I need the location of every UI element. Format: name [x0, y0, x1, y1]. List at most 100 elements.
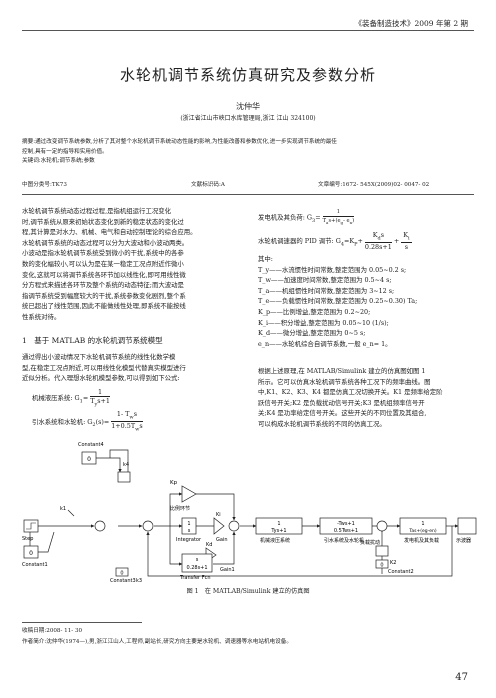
constant2-label: Constant2: [388, 569, 414, 575]
model-line: 近似分析。代入理想水轮机模型参数,可以得到如下公式:: [22, 374, 180, 383]
intro-line: 时,调节系统从原来初始状态变化到新的稳定状态的变化过: [22, 217, 184, 226]
pid-sum-block[interactable]: [228, 520, 240, 532]
intro-line: 性系统对待。: [22, 312, 61, 321]
simulink-diagram: 0 Constant4 k4 Kp 比例环节 Step 0 Constant1 …: [22, 442, 477, 584]
step-label: Step: [22, 536, 33, 542]
page-number: 47: [455, 672, 468, 683]
abstract-rule: [22, 194, 474, 195]
intro-line: 水轮机调节系统的动态过程可以分为大波动和小波动两类。: [22, 238, 189, 247]
constant3-block[interactable]: [115, 567, 129, 577]
gain1-label: Gain1: [220, 567, 235, 573]
matlab-line: 中,K1、K2、K3、K4 都是仿真工况切换开关。K1 是频率给定阶: [258, 388, 443, 397]
document-code: 文献标识码:A: [191, 182, 225, 188]
mech-label: 机械液压系统: [260, 537, 290, 544]
matlab-line: 所示。它可以仿真水轮机调节系统各种工况下的频率曲线。图: [258, 377, 431, 386]
constant4-label: Constant4: [78, 442, 104, 448]
k1-label: k1: [60, 506, 66, 512]
constant4-value: 0: [87, 456, 91, 463]
matlab-line: 可以构成水轮机调节系统的不同的仿真工况。: [258, 419, 386, 428]
integrator-block[interactable]: [181, 517, 197, 535]
constant2-value: 0: [380, 563, 383, 569]
ki-gain-block[interactable]: [213, 517, 225, 535]
constant1-value: 0: [29, 550, 33, 557]
load-disturbance-step[interactable]: [375, 545, 389, 557]
paper-title: 水轮机调节系统仿真研究及参数分析: [119, 66, 376, 84]
definition-line: T_a——机组惯性时间常数,整定范围为 3~12 s;: [258, 286, 395, 295]
author-bio: 作者简介:沈仲华(1974—),男,浙江江山人,工程师,副站长,研究方向主要是水…: [22, 639, 292, 645]
where-label: 其中:: [258, 255, 273, 263]
sum-block[interactable]: [94, 520, 106, 532]
definition-line: K_i——积分增益,整定范围为 0.05~10 (1/s);: [258, 318, 389, 327]
definition-line: K_d——微分增益,整定范围为 0~5 s;: [258, 329, 366, 338]
tf-denominator: 0.28s+1: [186, 565, 207, 571]
sum-block[interactable]: [142, 520, 154, 532]
journal-header: 《装备制造技术》2009 年第 2 期: [354, 19, 468, 28]
generator-block[interactable]: [399, 517, 447, 535]
abstract: 摘要:通过改变调节系统参数,分析了其对整个水轮机调节系统动态性能的影响,为性能改…: [22, 138, 472, 167]
transfer-fcn-label: Transfer Fcn: [179, 575, 211, 581]
intro-line: 水轮机调节系统动态过程过程,是指机组运行工况变化: [22, 207, 172, 215]
integrator-denominator: s: [188, 528, 191, 534]
water-denominator: 0.5Tws+1: [334, 528, 358, 534]
gen-label: 发电机及其负载: [404, 537, 439, 544]
intro-paragraph: 水轮机调节系统动态过程过程,是指机组运行工况变化时,调节系统从原来初始状态变化到…: [22, 206, 242, 323]
intro-line: 统已超出了线性范围,因此不能做线性处理,即系统不能按线: [22, 302, 186, 311]
model-line: 通过得出小波动情况下水轮机调节系统的线性化数学模: [22, 353, 176, 361]
constant2-block[interactable]: [375, 559, 389, 569]
intro-line: 数的变化幅较小,可以认为是在某一稳定工况点附近作微小: [22, 259, 184, 268]
scope-block[interactable]: [457, 517, 477, 535]
sum-block[interactable]: [117, 471, 131, 483]
received-date: 收稿日期:2008- 11- 30: [22, 628, 83, 634]
definitions-block: 其中: T_y——水流惯性时间常数,整定范围为 0.05~0.2 s; T_w——…: [258, 254, 476, 349]
k4-label: k4: [123, 462, 129, 468]
ki-label: Ki: [216, 512, 221, 518]
keywords: 关键词:水轮机;调节系统;参数: [22, 158, 95, 164]
kp-gain-block[interactable]: [181, 485, 197, 503]
header-rule: [22, 30, 474, 31]
clc-number: 中图分类号:TK73: [22, 182, 67, 188]
transfer-fcn-block[interactable]: [181, 553, 213, 573]
integrator-label: Integrator: [176, 537, 202, 543]
load-label: 负载扰动: [360, 539, 380, 546]
abstract-line: 摘要:通过改变调节系统参数,分析了其对整个水轮机调节系统动态性能的影响,为性能改…: [22, 139, 337, 145]
constant3-value: 0: [120, 571, 123, 577]
water-numerator: -Tws+1: [337, 521, 355, 527]
model-paragraph: 通过得出小波动情况下水轮机调节系统的线性化数学模型,在稳定工况点附近,可以用线性…: [22, 352, 242, 384]
intro-line: 小波动是指水轮机调节系统受到微小的干扰,系统中的各参: [22, 249, 184, 258]
scope-label: 示波器: [456, 537, 471, 544]
gain-label: Gain: [216, 537, 228, 543]
footnote-rule: [22, 622, 142, 623]
figure-caption: 图 1 在 MATLAB/Simulink 建立的仿真图: [186, 588, 310, 595]
section-heading: 1 基于 MATLAB 的水轮机调节系统模型: [22, 336, 163, 345]
definition-line: K_p——比例增益,整定范围为 0.2~20;: [258, 307, 371, 316]
definition-line: T_w——加速度时间常数,整定范围为 0.5~4 s;: [258, 276, 392, 285]
water-turbine-block[interactable]: [319, 517, 373, 535]
definition-line: T_y——水流惯性时间常数,整定范围为 0.05~0.2 s;: [258, 265, 407, 274]
intro-line: 变化,这就可以将调节系统各环节加以线性化,即可用线性微: [22, 270, 186, 279]
definition-line: e_n——水轮机综合自调节系数,一般 e_n= 1。: [258, 339, 392, 348]
water-label: 引水系统及水轮机: [324, 537, 364, 544]
k2-label: K2: [390, 560, 396, 566]
affiliation: (浙江省江山市峡口水库管理局,浙江 江山 324100): [180, 115, 316, 122]
k3-label: k3: [136, 578, 142, 584]
article-number: 文章编号:1672- 545X(2009)02- 0047- 02: [318, 182, 430, 188]
constant4-block[interactable]: [81, 451, 97, 465]
mechanical-hydraulic-block[interactable]: [255, 517, 303, 535]
load-sum-block[interactable]: [376, 520, 388, 532]
matlab-line: 关;K4 是功率给定信号开关。这些开关的不同位置及其组合,: [258, 409, 427, 418]
model-line: 型,在稳定工况点附近,可以用线性化模型代替真实模型进行: [22, 363, 186, 372]
constant1-label: Constant1: [22, 562, 48, 568]
proportional-label: 比例环节: [170, 505, 190, 512]
abstract-line: 控制,具有一定的指导和实用价值。: [22, 148, 108, 155]
intro-line: 分方程式来描述各环节及整个系统的动态特征;而大波动是: [22, 281, 184, 290]
mech-numerator: 1: [277, 521, 280, 527]
intro-line: 程,其计算是对水力、机械、电气和自动控制理论的综合应用。: [22, 228, 197, 237]
intro-line: 指调节系统受到幅度较大的干扰,系统参数变化剧烈,整个系: [22, 291, 186, 300]
constant3-label: Constant3: [110, 578, 136, 584]
mech-denominator: Tys+1: [270, 528, 286, 534]
kp-label: Kp: [170, 480, 178, 486]
